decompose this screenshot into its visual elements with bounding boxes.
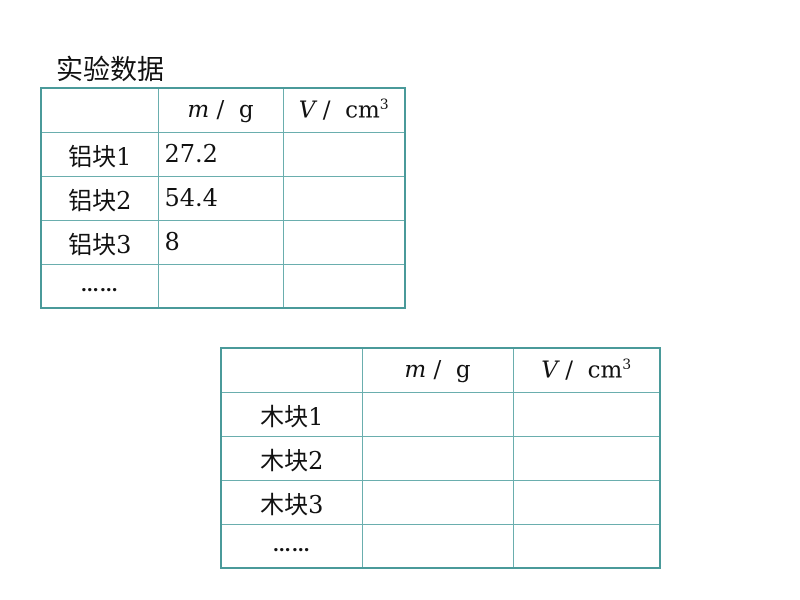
volume-cell	[512, 479, 661, 525]
volume-cell	[512, 435, 661, 481]
table-row: 木块2	[220, 435, 661, 481]
table-row: 木块1	[220, 391, 661, 437]
row-label: 铝块3	[40, 219, 159, 265]
mass-cell	[361, 523, 514, 569]
row-label: 铝块1	[40, 131, 159, 177]
header-mass: m / g	[361, 347, 514, 393]
table-header-row: m / g V / cm3	[40, 87, 406, 133]
section-title: 实验数据	[56, 55, 164, 86]
header-volume: V / cm3	[282, 87, 406, 133]
row-label: 铝块2	[40, 175, 159, 221]
mass-cell	[361, 479, 514, 525]
volume-cell	[282, 131, 406, 177]
header-empty	[40, 87, 159, 133]
row-label: ……	[220, 523, 363, 569]
row-label: 木块2	[220, 435, 363, 481]
row-label: 木块3	[220, 479, 363, 525]
row-label: 木块1	[220, 391, 363, 437]
mass-cell: 8	[157, 219, 284, 265]
mass-cell	[157, 263, 284, 309]
table-header-row: m / g V / cm3	[220, 347, 661, 393]
volume-cell	[282, 175, 406, 221]
wood-data-table: m / g V / cm3 木块1 木块2 木块3 ……	[220, 347, 661, 569]
mass-cell: 27.2	[157, 131, 284, 177]
mass-cell: 54.4	[157, 175, 284, 221]
volume-cell	[512, 523, 661, 569]
table-row: ……	[220, 523, 661, 569]
row-label: ……	[40, 263, 159, 309]
header-volume: V / cm3	[512, 347, 661, 393]
volume-cell	[282, 263, 406, 309]
volume-cell	[282, 219, 406, 265]
table-row: ……	[40, 263, 406, 309]
header-empty	[220, 347, 363, 393]
volume-cell	[512, 391, 661, 437]
mass-cell	[361, 435, 514, 481]
table-row: 木块3	[220, 479, 661, 525]
header-mass: m / g	[157, 87, 284, 133]
mass-cell	[361, 391, 514, 437]
